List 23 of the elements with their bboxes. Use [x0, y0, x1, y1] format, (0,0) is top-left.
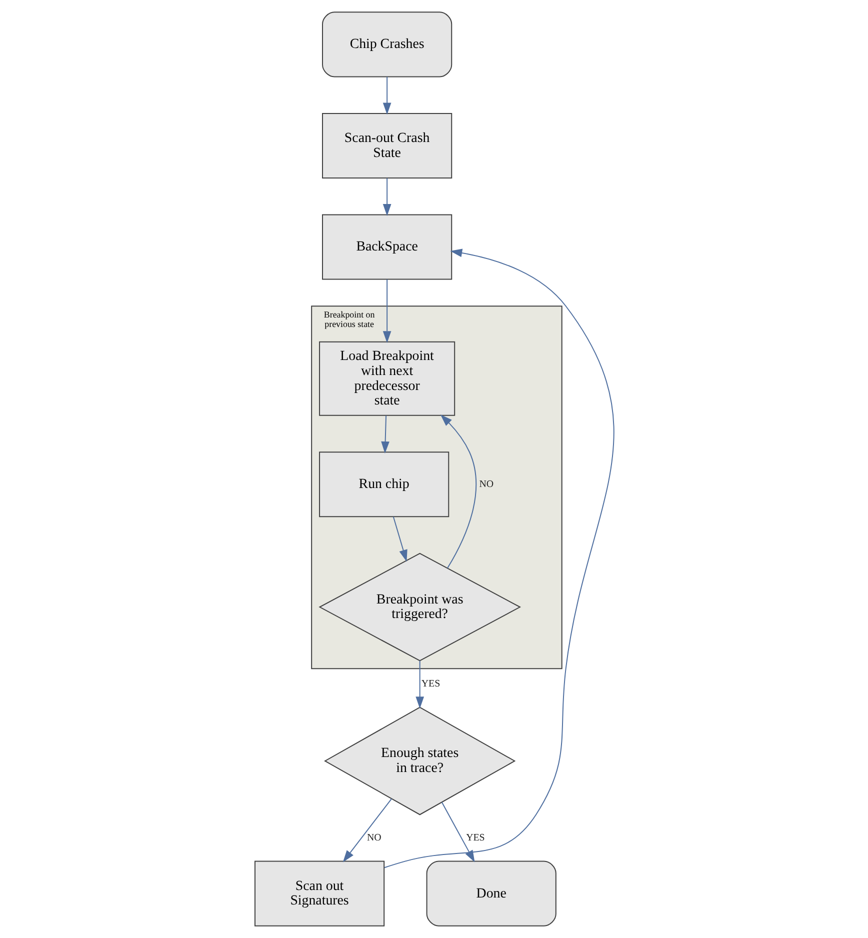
node-diamond: Enough states in trace?	[324, 706, 516, 816]
node-box: Scan out Signatures	[254, 860, 384, 926]
arrow	[382, 178, 391, 216]
arrow	[382, 76, 391, 115]
edge-label: YES	[466, 832, 484, 844]
node-diamond: Breakpoint was triggered?	[318, 552, 520, 662]
arrow	[392, 516, 407, 562]
node-box: Chip Crashes	[322, 12, 452, 78]
node-box: Load Breakpoint with next predecessor state	[318, 341, 455, 416]
arrow	[440, 414, 476, 569]
edge-label: NO	[478, 478, 494, 490]
arrow	[382, 278, 391, 343]
arrow	[342, 798, 392, 862]
node-box: Run chip	[318, 452, 449, 518]
node-box: BackSpace	[322, 214, 452, 280]
arrow	[440, 802, 474, 862]
node-box: Done	[426, 860, 556, 926]
node-box: Scan-out Crash State	[322, 112, 452, 178]
arrow	[383, 248, 614, 868]
edge-label: NO	[366, 832, 381, 844]
edge-label: YES	[420, 678, 440, 690]
arrow	[380, 415, 389, 454]
arrow	[415, 660, 424, 709]
